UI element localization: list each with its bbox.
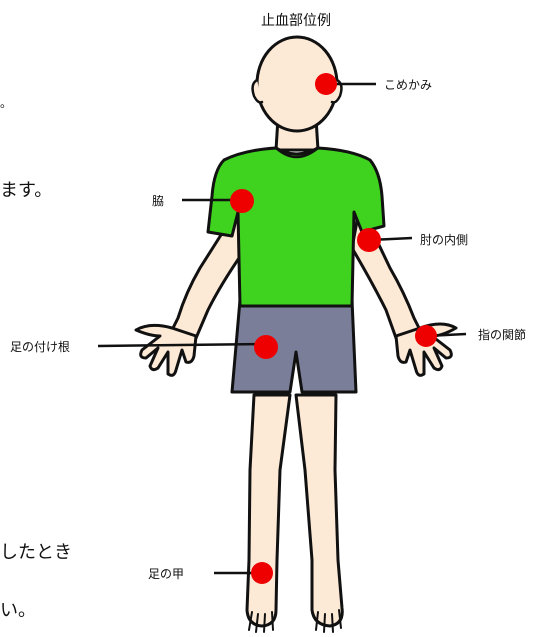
left-hand xyxy=(136,325,196,375)
label-inner-elbow: 肘の内側 xyxy=(420,231,468,248)
point-temple xyxy=(315,73,337,95)
label-instep: 足の甲 xyxy=(148,565,184,582)
point-instep xyxy=(251,562,273,584)
point-armpit xyxy=(230,189,254,213)
label-finger-joint: 指の関節 xyxy=(478,326,526,343)
label-armpit: 脇 xyxy=(152,192,164,209)
shorts xyxy=(232,300,356,392)
right-leg xyxy=(296,395,342,626)
point-finger-joint xyxy=(415,325,437,347)
label-temple: こめかみ xyxy=(384,76,432,93)
point-inner-elbow xyxy=(357,228,381,252)
point-groin xyxy=(254,335,278,359)
left-leg xyxy=(247,395,290,626)
label-groin: 足の付け根 xyxy=(10,338,70,355)
